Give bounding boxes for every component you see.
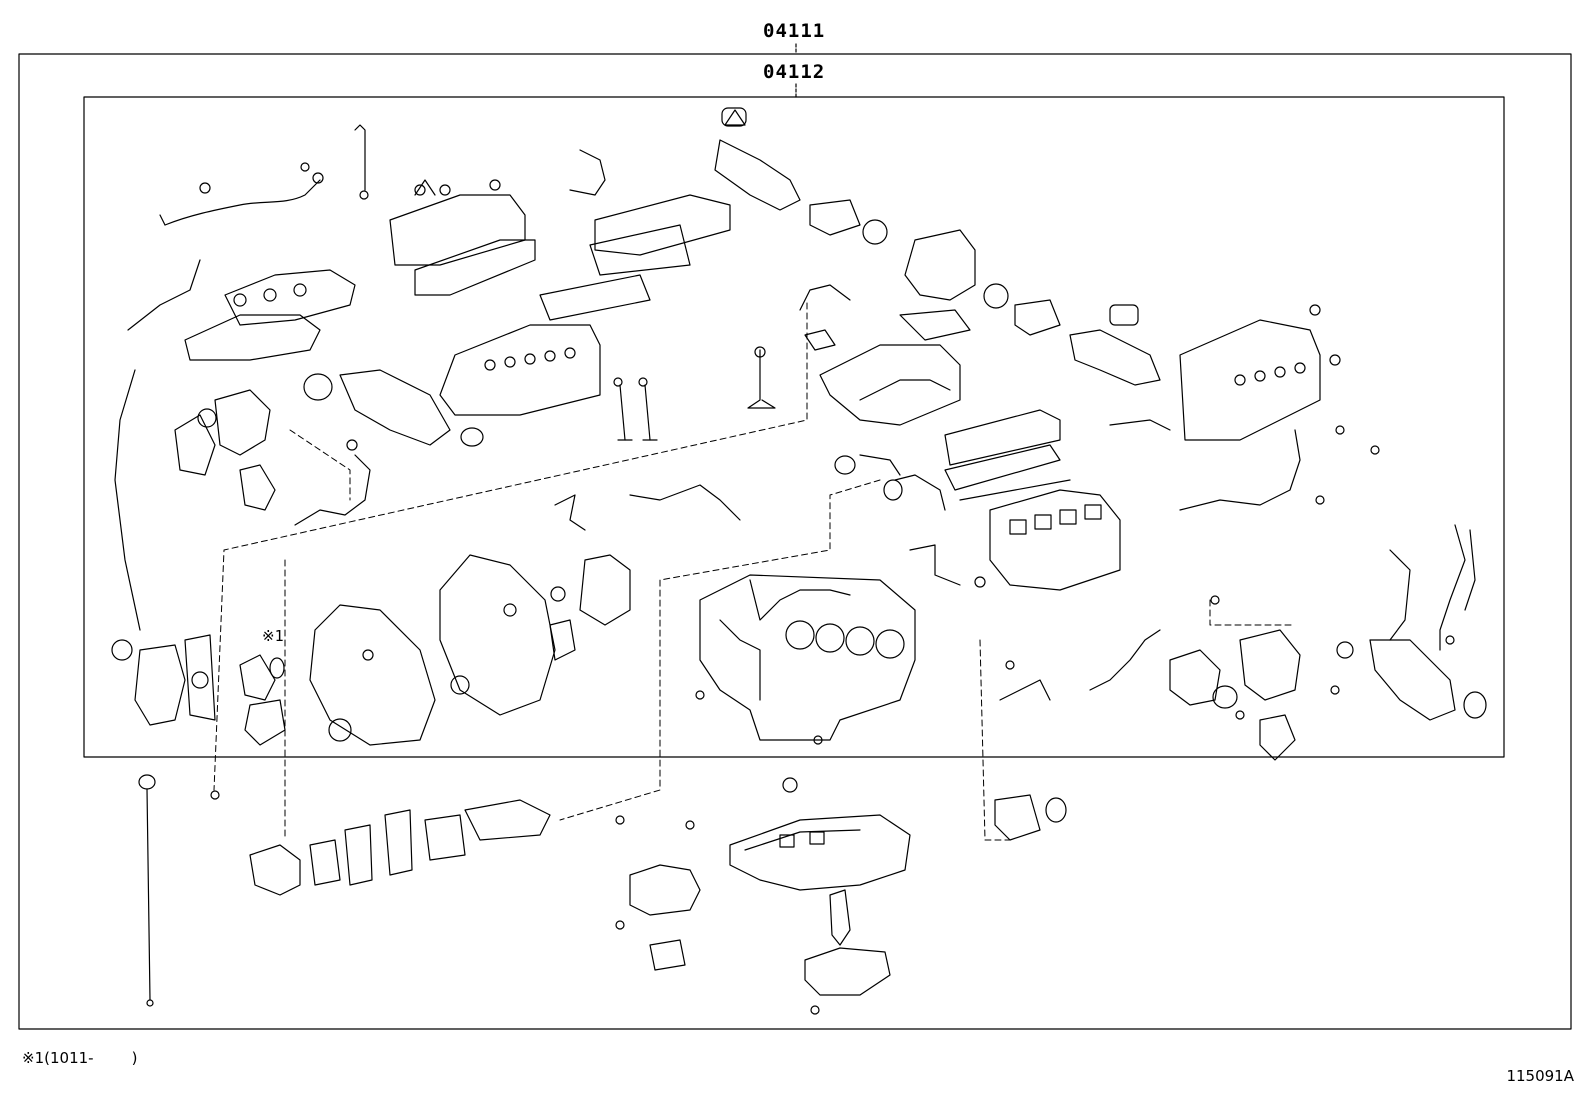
footnote-open: (1011- <box>44 1049 94 1067</box>
dashed-leaders <box>214 303 1295 840</box>
oil-pan-upper <box>730 815 910 890</box>
oxygen-sensor-lower-right <box>1000 630 1160 700</box>
left-valve-cover-gasket <box>415 240 535 295</box>
outer-assembly-frame <box>19 54 1571 1029</box>
timing-chain-cover <box>310 605 435 745</box>
inner-assembly-code: 04112 <box>763 61 826 83</box>
turbo-pipe-right <box>1070 305 1160 385</box>
note-marker-callout: ※1 <box>262 627 284 645</box>
bolts-and-clamps <box>211 163 1454 1014</box>
engine-valves <box>614 347 775 440</box>
intake-manifold-upper <box>540 195 730 320</box>
oil-cooler-set <box>250 800 550 895</box>
right-cylinder-head <box>990 490 1120 590</box>
wire-harness-right <box>1110 420 1300 510</box>
turbocharger-right <box>1170 630 1300 760</box>
right-head-gaskets <box>945 410 1070 500</box>
throttle-body-right <box>984 284 1060 335</box>
intake-manifold-lower <box>820 345 960 425</box>
footnote-close: ) <box>131 1049 138 1067</box>
oxygen-sensor-harness-left <box>295 440 370 525</box>
timing-cover-gaskets <box>550 555 630 660</box>
wire-harness-center <box>555 150 740 530</box>
timing-chain-cover-rear <box>440 555 555 715</box>
timing-cover-seal <box>995 795 1066 840</box>
turbo-pipe-left <box>715 108 800 210</box>
illustration-id: 115091A <box>1506 1067 1574 1085</box>
left-exhaust-manifold <box>185 270 355 360</box>
footnote-marker: ※1 <box>22 1049 45 1067</box>
water-pump <box>112 635 215 725</box>
engine-block <box>700 575 915 740</box>
dipstick-guide <box>355 125 368 199</box>
left-cylinder-head <box>440 325 600 415</box>
water-inlet-housing <box>900 230 975 340</box>
left-valve-cover <box>390 180 525 265</box>
throttle-body-left <box>810 200 887 244</box>
oil-level-gauge <box>139 775 155 1006</box>
water-bypass-pipes <box>835 455 960 585</box>
knock-sensor-harness <box>115 260 200 630</box>
turbocharger-left <box>175 390 275 510</box>
right-valve-cover <box>1180 320 1320 440</box>
left-catalytic-converter <box>304 370 483 446</box>
egr-pipe <box>800 285 850 350</box>
right-catalytic-converter <box>1337 640 1486 720</box>
thermostat-housing <box>240 655 285 745</box>
wire-harness-left <box>160 173 323 225</box>
inner-assembly-frame <box>84 97 1504 757</box>
oil-strainer <box>830 890 850 945</box>
outer-assembly-code: 04111 <box>763 20 826 42</box>
oil-pump <box>630 865 700 970</box>
oxygen-sensor-right <box>1390 525 1475 650</box>
oil-pan-lower <box>805 948 890 995</box>
footnote: ※1(1011-) <box>22 1049 137 1067</box>
